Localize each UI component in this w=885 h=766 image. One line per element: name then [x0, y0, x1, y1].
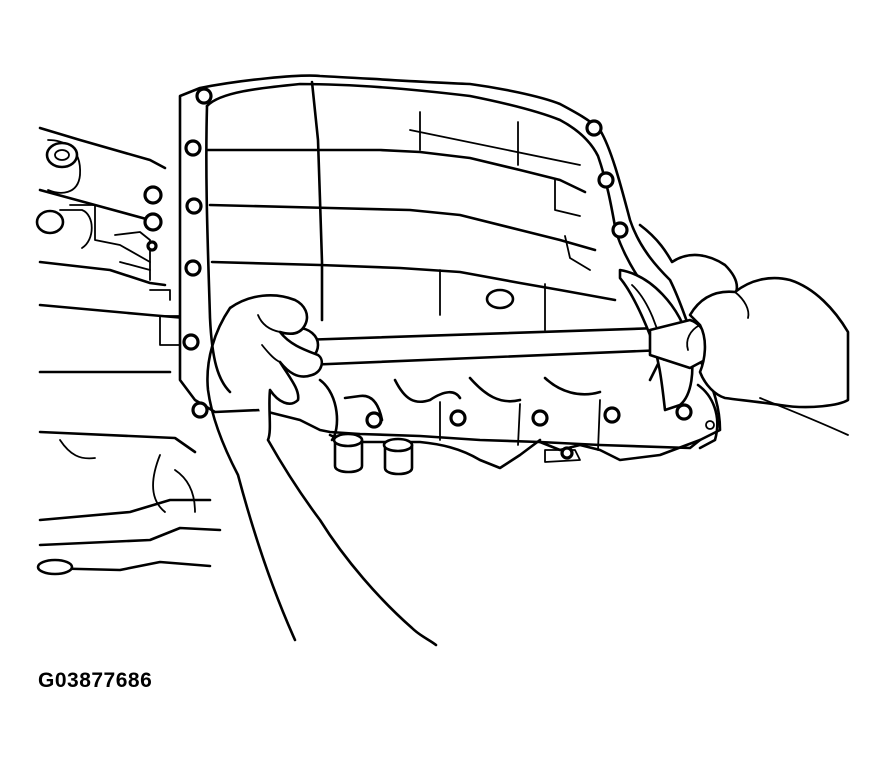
- right-hand: [686, 276, 850, 436]
- figure-code-label: G03877686: [38, 669, 153, 692]
- oil-pan-seal-cutter-tool: [276, 268, 710, 412]
- left-hand: [206, 294, 438, 647]
